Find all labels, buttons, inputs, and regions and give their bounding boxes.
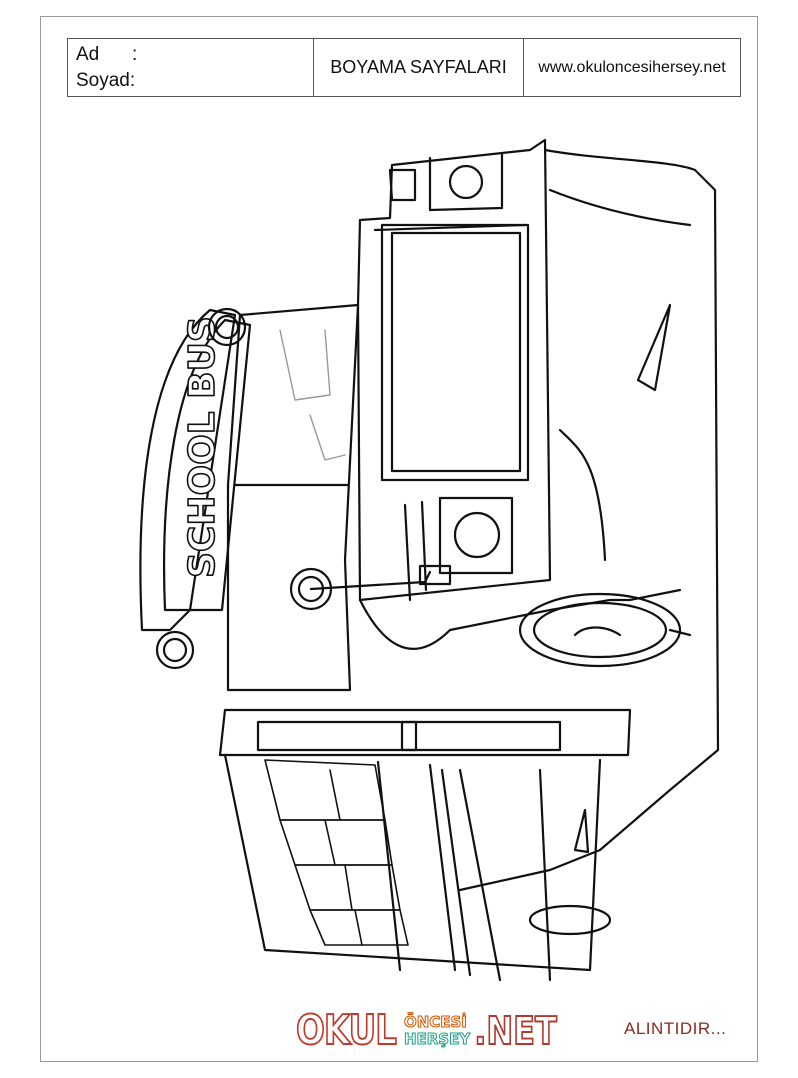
top-light-left	[207, 307, 247, 347]
logo-net: .NET	[473, 1007, 557, 1055]
wiper-hub	[289, 567, 333, 611]
logo-oncesi: ÖNCESİ	[403, 1013, 467, 1031]
roof-sign-outline	[139, 308, 237, 632]
sign-text: SCHOOL BUS	[181, 315, 224, 578]
logo-hersey: HERŞEY	[403, 1030, 471, 1048]
wheel-hint	[528, 904, 612, 936]
website-text: www.okuloncesihersey.net	[538, 58, 726, 76]
page-title: BOYAMA SAYFALARI	[314, 39, 524, 96]
top-light-right	[155, 630, 195, 670]
top-light-left-inner	[214, 314, 240, 340]
body-side	[218, 708, 632, 757]
rear-panel	[458, 768, 552, 982]
side-marker	[573, 808, 590, 854]
page-frame	[40, 16, 758, 1062]
hood-side	[458, 148, 720, 892]
logo-okul-text: OKUL	[295, 1006, 398, 1056]
name-label: Ad	[76, 43, 100, 65]
body-lower	[223, 753, 602, 972]
name-row: Ad :	[76, 42, 137, 68]
name-colon: :	[132, 43, 138, 65]
side-reflector	[636, 303, 672, 392]
name-cell[interactable]: Ad : Soyad:	[68, 39, 314, 96]
top-light-right-inner	[162, 637, 188, 663]
front-window-inner	[390, 231, 522, 473]
bumper-step	[358, 588, 682, 650]
credit-text: ALINTIDIR...	[624, 1019, 727, 1038]
side-window-a	[256, 720, 418, 752]
front-window-outer	[380, 223, 530, 482]
roof-sign-inner	[162, 318, 252, 612]
logo-okul: OKUL	[295, 1006, 398, 1056]
front-panel	[356, 138, 552, 602]
header-table: Ad : Soyad: BOYAMA SAYFALARI www.okulonc…	[67, 38, 741, 97]
headlamp-ring	[518, 592, 682, 668]
school-bus-drawing[interactable]: SCHOOL BUS	[130, 130, 730, 990]
surname-label: Soyad:	[76, 69, 136, 91]
logo-middle: ÖNCESİ HERŞEY	[403, 1013, 471, 1048]
front-light-top	[448, 164, 484, 200]
footer-logo[interactable]: OKUL ÖNCESİ HERŞEY .NET	[295, 1006, 557, 1056]
front-light-bottom	[453, 511, 501, 559]
side-window-b	[400, 720, 562, 752]
front-light-box	[438, 496, 514, 575]
sign-text-label: SCHOOL BUS	[182, 316, 223, 578]
windshield	[226, 303, 360, 692]
